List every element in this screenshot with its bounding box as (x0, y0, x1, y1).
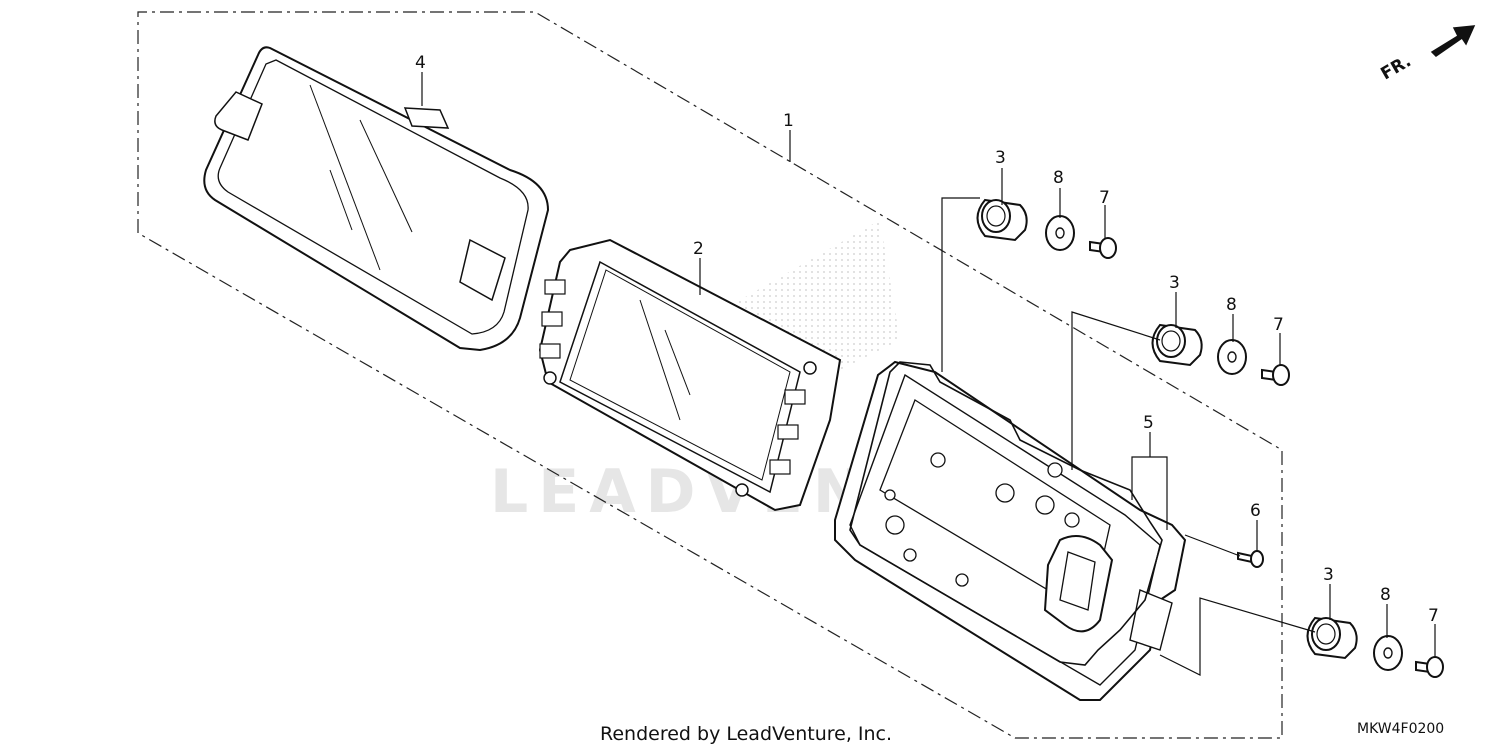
callout-7c: 7 (1428, 606, 1439, 626)
callout-3b: 3 (1169, 273, 1180, 293)
callout-3a: 3 (995, 148, 1006, 168)
display-panel-part-2 (538, 238, 842, 512)
callout-6: 6 (1250, 501, 1261, 521)
callout-4: 4 (415, 53, 426, 73)
washer-part-8c (1373, 635, 1403, 671)
callout-8a: 8 (1053, 168, 1064, 188)
callout-7a: 7 (1099, 188, 1110, 208)
arrow-up-right-icon (1430, 25, 1476, 57)
screw-part-7a (1089, 237, 1117, 259)
washer-part-8b (1217, 339, 1247, 375)
callout-5: 5 (1143, 413, 1154, 433)
diagram-code: MKW4F0200 (1357, 721, 1444, 737)
assembly-outline (137, 11, 1283, 739)
callout-1: 1 (783, 111, 794, 131)
grommet-part-3a (976, 198, 1028, 242)
gasket-part-5 (849, 361, 1163, 666)
callout-2: 2 (693, 239, 704, 259)
leader-lines (421, 72, 1436, 676)
rear-housing (834, 360, 1187, 701)
washer-part-8a (1045, 215, 1075, 251)
footer-credit: Rendered by LeadVenture, Inc. (600, 723, 892, 745)
grommet-part-3c (1306, 616, 1358, 660)
screw-part-7b (1261, 364, 1290, 386)
callout-3c: 3 (1323, 565, 1334, 585)
screen-cover-part-4 (203, 46, 550, 352)
callout-8c: 8 (1380, 585, 1391, 605)
front-label: FR. (1378, 51, 1415, 84)
callout-8b: 8 (1226, 295, 1237, 315)
callout-7b: 7 (1273, 315, 1284, 335)
screw-part-6 (1237, 550, 1264, 568)
callouts: 4 1 2 3 8 7 3 8 7 5 6 3 8 7 (415, 53, 1439, 626)
screw-part-7c (1415, 656, 1444, 678)
grommet-part-3b (1151, 323, 1203, 367)
front-direction-indicator: FR. (1378, 25, 1476, 84)
